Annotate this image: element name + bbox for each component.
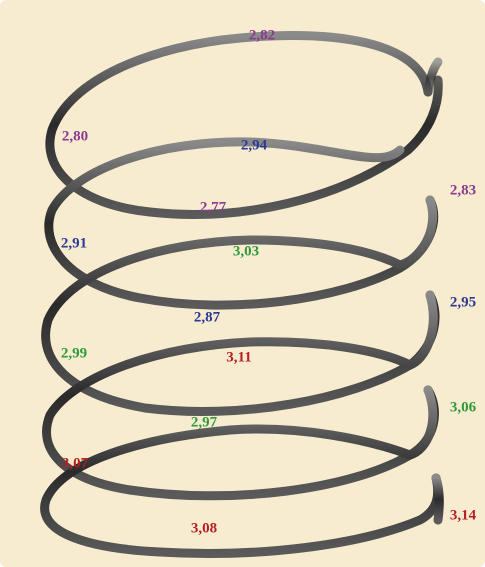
value-label-2-94: 2,94	[240, 137, 268, 154]
value-label-2-95: 2,95	[449, 294, 477, 311]
value-label-3-07: 3,07	[61, 455, 89, 472]
value-label-2-97: 2,97	[190, 414, 218, 431]
coil-tail	[431, 473, 444, 525]
coil-loop-4	[42, 290, 439, 501]
value-label-3-08: 3,08	[190, 520, 218, 537]
value-label-2-99: 2,99	[60, 345, 88, 362]
value-label-3-06: 3,06	[449, 399, 477, 416]
value-label-2-77: 2,77	[199, 199, 227, 216]
value-label-2-82: 2,82	[248, 27, 276, 44]
coil-loop-1	[45, 31, 443, 219]
value-label-2-91: 2,91	[60, 235, 88, 252]
value-label-3-03: 3,03	[232, 243, 260, 260]
coil-loop-5	[40, 385, 443, 558]
value-label-2-83: 2,83	[449, 182, 477, 199]
coil-head	[423, 57, 443, 97]
value-label-2-87: 2,87	[193, 309, 221, 326]
value-label-3-14: 3,14	[449, 507, 477, 524]
value-label-3-11: 3,11	[226, 349, 252, 366]
coil-loop-3	[41, 195, 440, 416]
value-label-2-80: 2,80	[61, 128, 89, 145]
